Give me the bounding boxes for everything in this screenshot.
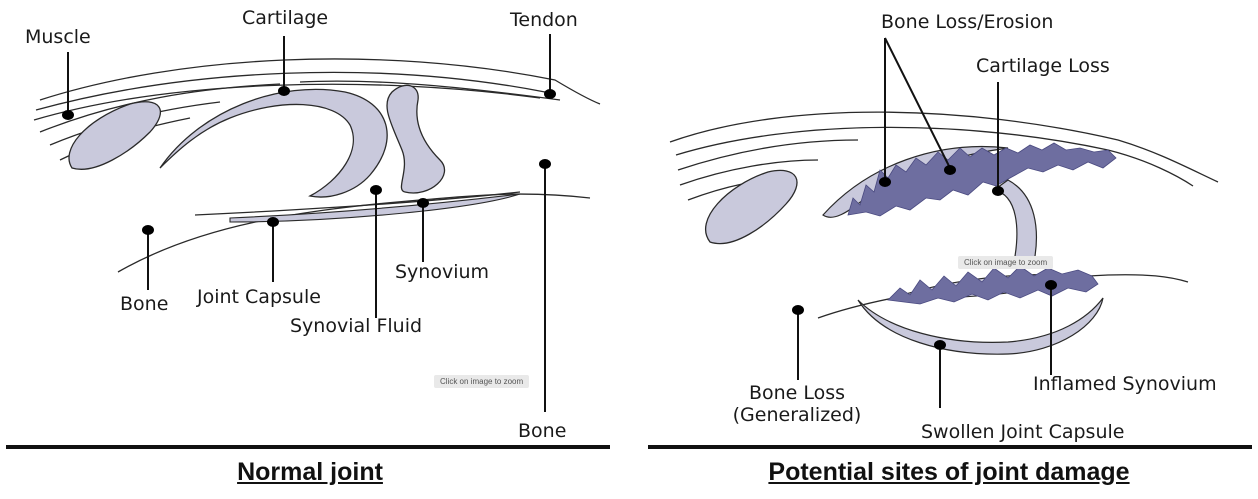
synovium-shape bbox=[387, 85, 445, 193]
normal-joint-panel: Muscle Cartilage Tendon Bone Joint Capsu… bbox=[0, 0, 610, 452]
label-bone-loss-generalized: Bone Loss (Generalized) bbox=[732, 383, 862, 427]
caption-joint-damage: Potential sites of joint damage bbox=[640, 458, 1258, 487]
label-inflamed-synovium: Inflamed Synovium bbox=[1033, 374, 1217, 396]
label-bone-loss-line1: Bone Loss bbox=[732, 383, 862, 405]
label-bone-loss-erosion: Bone Loss/Erosion bbox=[881, 12, 1053, 34]
caption-normal-joint: Normal joint bbox=[0, 458, 620, 487]
label-synovial-fluid: Synovial Fluid bbox=[290, 316, 422, 338]
label-joint-capsule: Joint Capsule bbox=[197, 287, 321, 309]
muscle-shape-damaged bbox=[706, 170, 797, 243]
label-swollen-joint-capsule: Swollen Joint Capsule bbox=[921, 422, 1124, 444]
damaged-joint-panel: Bone Loss/Erosion Cartilage Loss Bone Lo… bbox=[648, 0, 1258, 452]
swollen-capsule-shape bbox=[858, 298, 1103, 354]
left-divider bbox=[6, 445, 610, 449]
zoom-tooltip-right[interactable]: Click on image to zoom bbox=[958, 256, 1053, 269]
muscle-shape bbox=[69, 102, 160, 170]
label-bone-loss-line2: (Generalized) bbox=[732, 405, 862, 427]
inflamed-synovium-shape bbox=[888, 266, 1098, 304]
label-cartilage: Cartilage bbox=[242, 8, 328, 30]
label-synovium: Synovium bbox=[395, 262, 489, 284]
label-bone-right: Bone bbox=[518, 421, 566, 443]
label-bone-left: Bone bbox=[120, 294, 168, 316]
right-divider bbox=[648, 445, 1252, 449]
label-tendon: Tendon bbox=[510, 10, 578, 32]
label-muscle: Muscle bbox=[25, 27, 91, 49]
label-cartilage-loss: Cartilage Loss bbox=[976, 56, 1110, 78]
zoom-tooltip[interactable]: Click on image to zoom bbox=[434, 375, 529, 388]
